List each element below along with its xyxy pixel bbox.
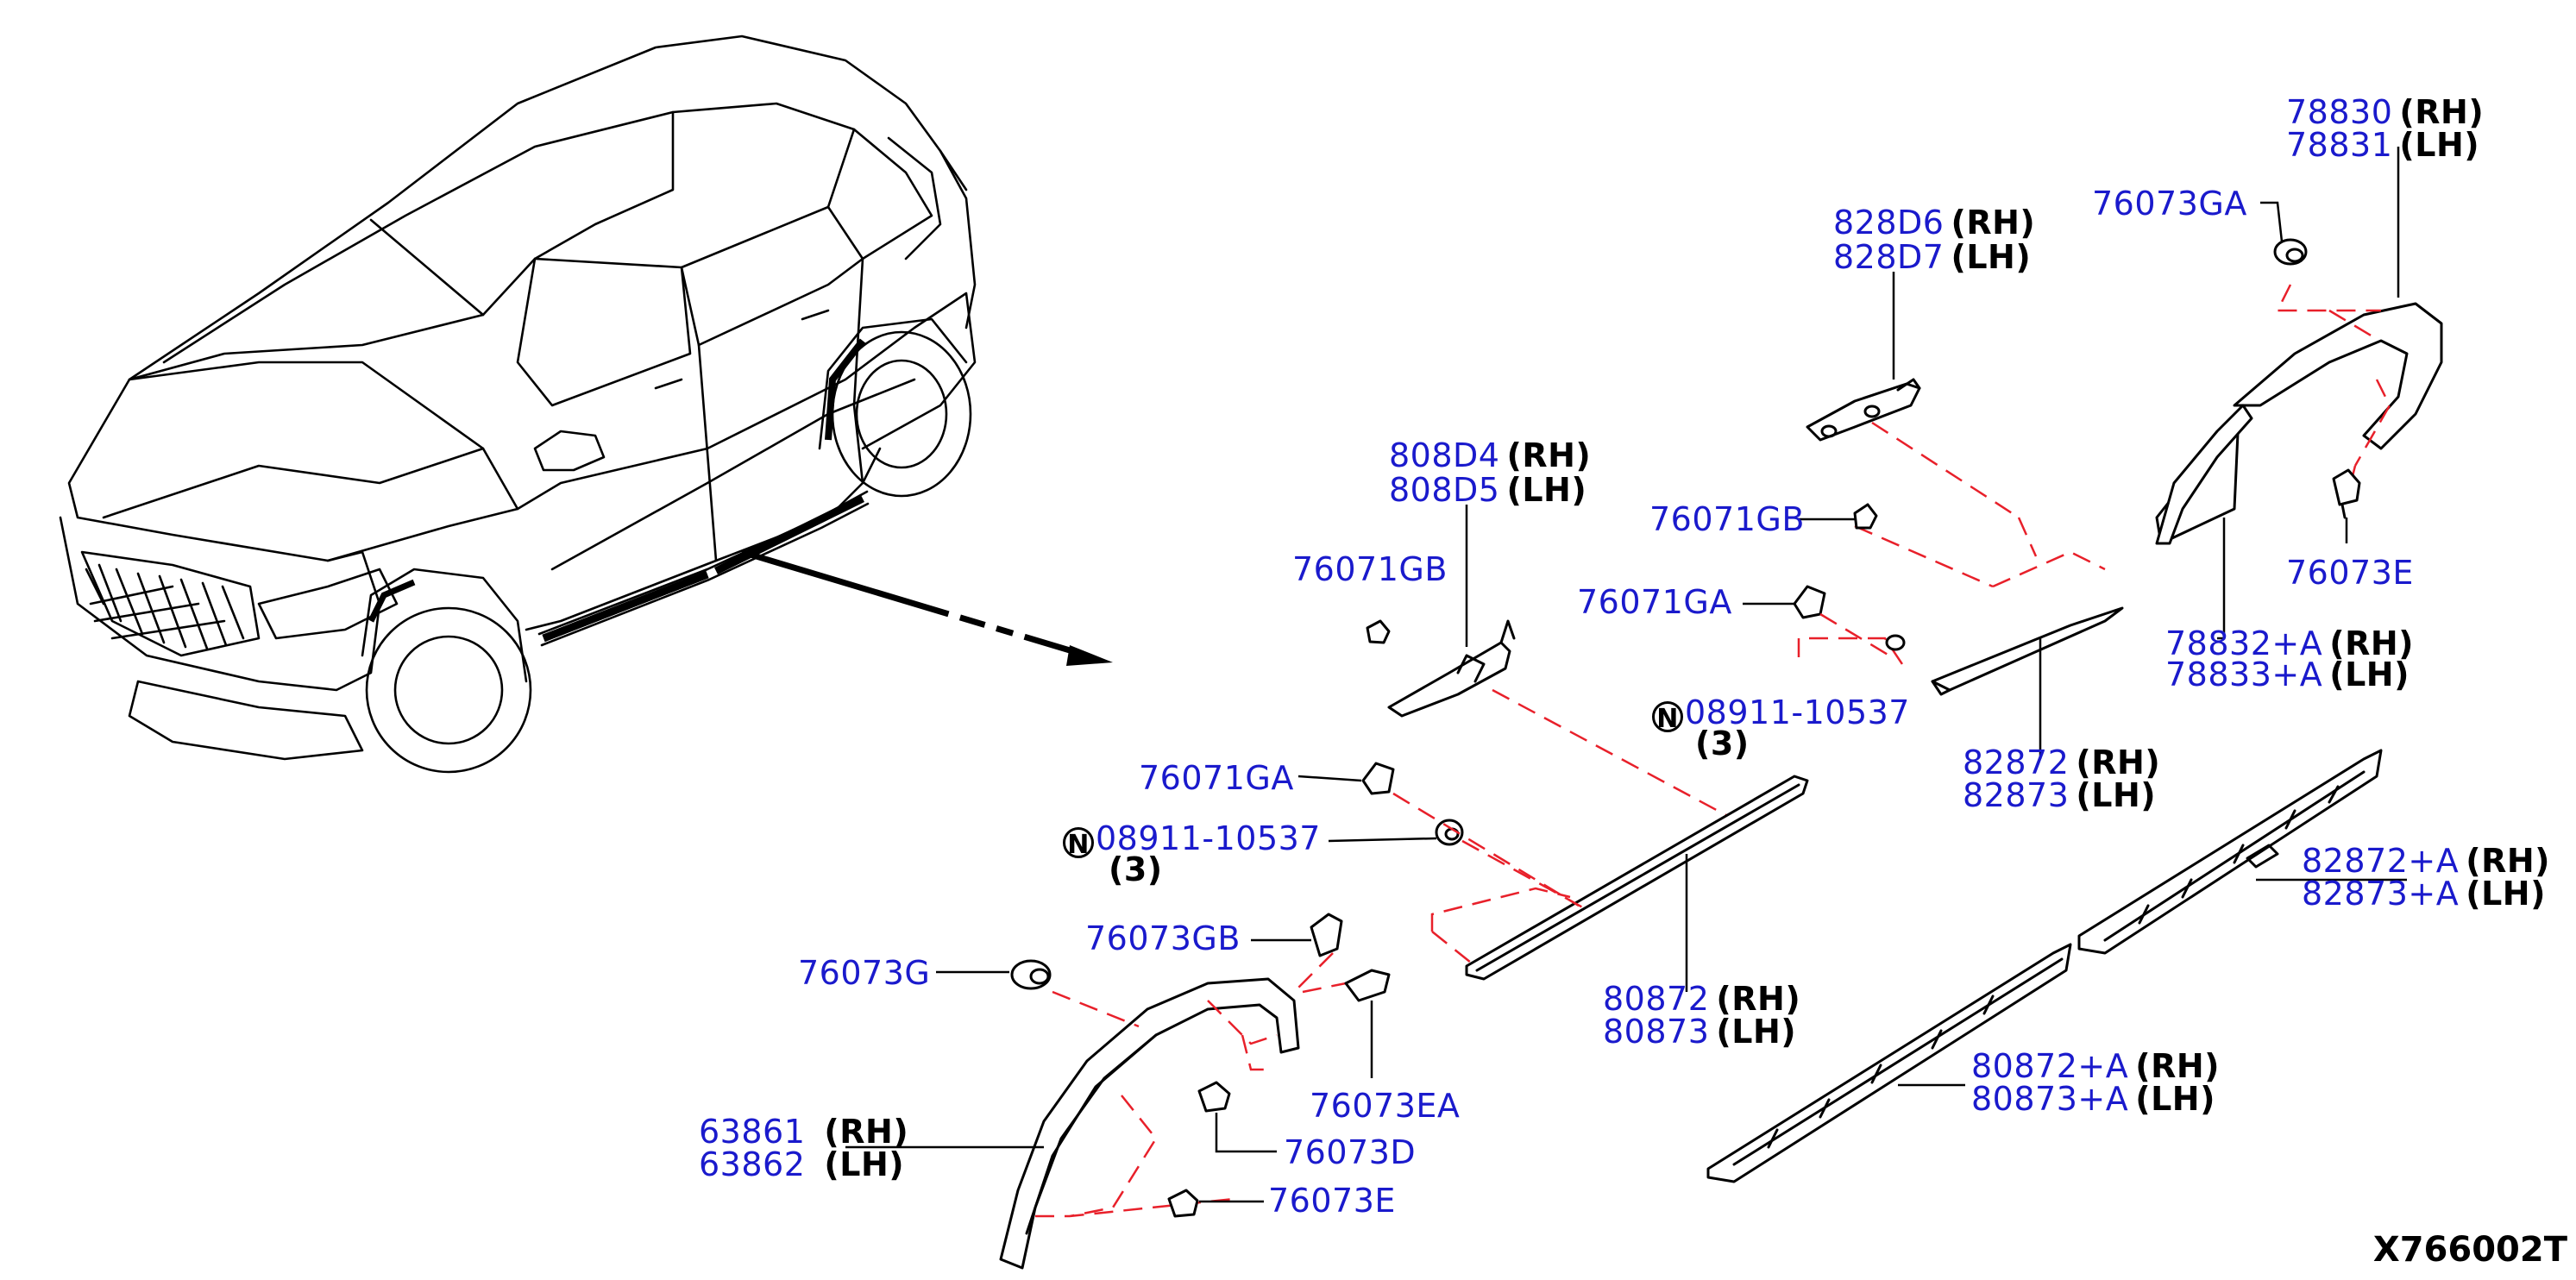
label-76071GA-upper: 76071GA: [1577, 583, 1732, 621]
clip-76073GA: [2273, 238, 2308, 266]
phantom-line: [1430, 887, 1571, 932]
label-76073GA: 76073GA: [2092, 185, 2247, 223]
label-76071GB-upper: 76071GB: [1649, 500, 1805, 538]
label-76073D: 76073D: [1284, 1133, 1417, 1171]
screw-76073E: [2332, 468, 2361, 519]
nut-08911: [1435, 819, 1464, 846]
label-76073G: 76073G: [798, 954, 931, 992]
label-82872: 82872(RH): [1963, 744, 2161, 781]
rear-arch-molding: [2155, 302, 2443, 545]
phantom-line: [1492, 688, 1735, 821]
clip-76073GB: [1310, 913, 1343, 957]
clip-76073EA: [1344, 969, 1391, 1002]
label-63861: 63861(RH): [699, 1113, 909, 1151]
phantom-line: [1069, 1095, 1235, 1218]
front-sill-molding: [1706, 943, 2072, 1183]
clip-76073G: [1010, 959, 1052, 990]
label-80873A: 80873+A(LH): [1971, 1080, 2215, 1118]
bracket-828D6: [1806, 378, 1921, 442]
rear-door-molding: [1931, 606, 2124, 696]
label-63862: 63862(LH): [699, 1145, 905, 1183]
label-82872A: 82872+A(RH): [2302, 842, 2551, 880]
label-78832A: 78832+A(RH): [2165, 624, 2415, 662]
label-82873: 82873(LH): [1963, 776, 2157, 814]
leader-line: [1297, 775, 1362, 782]
label-76073GB: 76073GB: [1085, 919, 1241, 957]
screw-76073E-lower: [1167, 1189, 1199, 1218]
phantom-line: [1854, 524, 1994, 588]
front-door-molding: [1465, 775, 1809, 981]
phantom-line: [2275, 284, 2381, 312]
clip-76071GA-lower: [1361, 762, 1395, 795]
phantom-line: [1241, 1034, 1268, 1071]
phantom-line: [2328, 309, 2373, 338]
vehicle-illustration: [59, 35, 977, 774]
phantom-line: [1052, 990, 1140, 1028]
front-arch-molding: [999, 977, 1300, 1270]
phantom-line: [2017, 517, 2038, 557]
label-76073EA: 76073EA: [1310, 1087, 1461, 1125]
phantom-line: [1293, 952, 1334, 993]
label-808D5: 808D5(LH): [1389, 471, 1587, 509]
phantom-line: [1992, 550, 2106, 588]
label-80873: 80873(LH): [1603, 1013, 1797, 1051]
label-78830: 78830(RH): [2286, 93, 2485, 131]
rear-sill-molding: [2077, 749, 2383, 955]
label-76071GB-left: 76071GB: [1292, 550, 1448, 588]
label-76071GA-lower: 76071GA: [1139, 759, 1294, 797]
label-808D4: 808D4(RH): [1389, 436, 1592, 474]
clip-small: [1885, 634, 1906, 651]
diagram-code: X766002T: [2372, 1230, 2567, 1270]
phantom-line: [1797, 637, 1904, 665]
label-76073E-upper: 76073E: [2286, 554, 2414, 592]
bracket-808D4: [1387, 619, 1516, 718]
phantom-line: [1207, 1000, 1278, 1045]
phantom-line: [1431, 931, 1476, 967]
phantom-line: [1302, 982, 1347, 994]
screw-76071GB: [1853, 503, 1878, 530]
label-76073E-lower: 76073E: [1268, 1182, 1396, 1220]
leader-line: [1215, 1113, 1277, 1153]
phantom-line: [1461, 839, 1588, 912]
label-828D7: 828D7(LH): [1833, 238, 2032, 276]
label-82873A: 82873+A(LH): [2302, 875, 2546, 913]
leader-line: [1328, 837, 1437, 843]
label-78831: 78831(LH): [2286, 126, 2480, 164]
phantom-line: [2353, 379, 2391, 467]
screw-76071GB-left: [1366, 619, 1391, 644]
label-80872: 80872(RH): [1603, 980, 1801, 1018]
screw-76073D: [1197, 1081, 1231, 1113]
label-80872A: 80872+A(RH): [1971, 1047, 2221, 1085]
phantom-line: [1871, 421, 2020, 519]
phantom-line: [1819, 612, 1890, 657]
label-828D6: 828D6(RH): [1833, 204, 2036, 242]
direction-arrow: [740, 549, 1113, 666]
label-78833A: 78833+A(LH): [2165, 656, 2410, 693]
leader-line: [2260, 201, 2284, 242]
clip-76071GA: [1793, 585, 1826, 619]
label-08911-lower-qty: (3): [1109, 850, 1163, 888]
label-08911-upper-qty: (3): [1695, 725, 1750, 762]
leader-line: [2217, 518, 2226, 640]
